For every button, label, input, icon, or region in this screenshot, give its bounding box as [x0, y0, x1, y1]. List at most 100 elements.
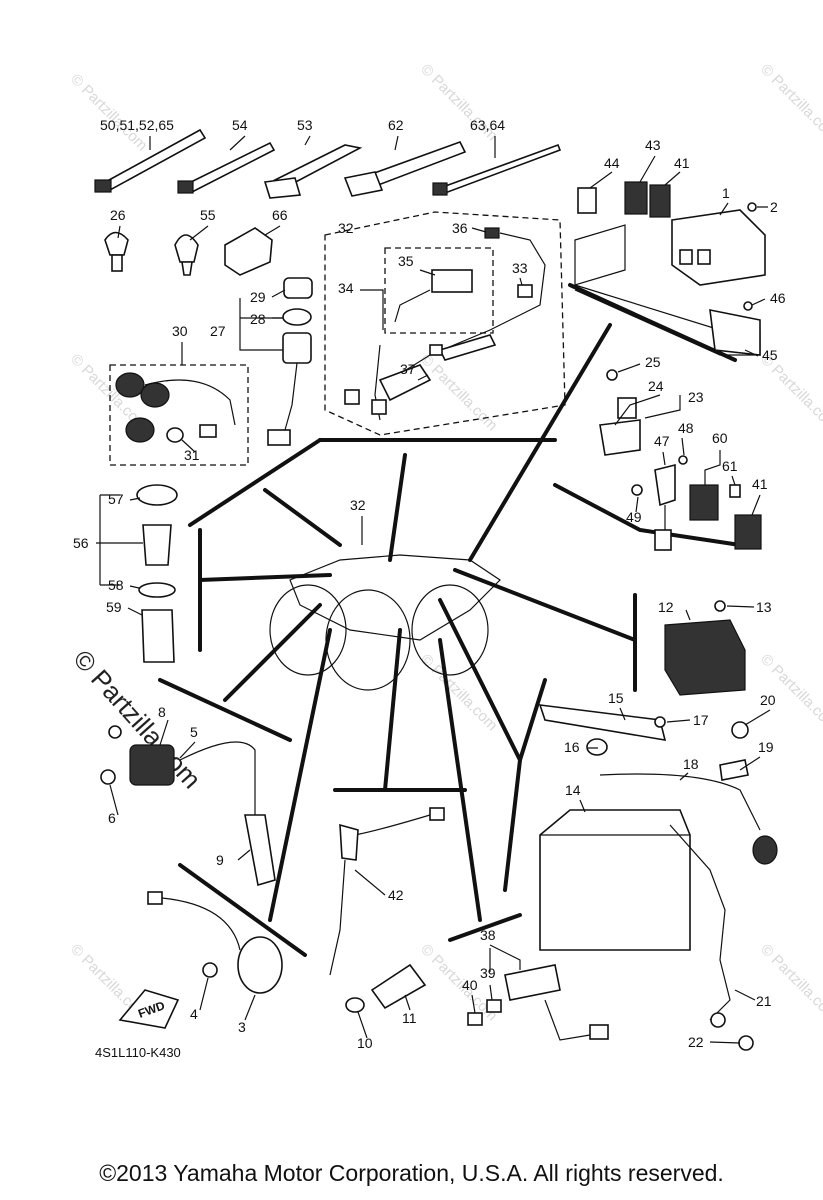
callout-48: 48	[678, 420, 694, 436]
callout-38: 38	[480, 927, 496, 943]
holder-59	[141, 609, 175, 663]
battery-group	[538, 704, 778, 1051]
relay-41b	[734, 514, 762, 550]
callout-19: 19	[758, 739, 774, 755]
group-leader-lines	[158, 283, 742, 957]
callout-59: 59	[106, 599, 122, 615]
callout-13: 13	[756, 599, 772, 615]
callout-41b: 41	[752, 476, 768, 492]
callout-42: 42	[388, 887, 404, 903]
sensor-3	[237, 936, 283, 994]
vehicle-outline	[269, 554, 501, 691]
washer-10	[345, 997, 365, 1013]
cable-tie-53	[263, 144, 363, 199]
oil-switch-group	[329, 807, 445, 1013]
callout-55: 55	[200, 207, 216, 223]
callout-23: 23	[688, 389, 704, 405]
callout-32: 32	[338, 220, 354, 236]
callout-30: 30	[172, 323, 188, 339]
cable-tie-62	[343, 141, 467, 197]
connector-35	[431, 269, 473, 293]
watermark-layer: © Partzilla.com © Partzilla.com © Partzi…	[67, 61, 823, 1024]
cap-57	[136, 484, 178, 506]
callout-leaders	[96, 135, 771, 1044]
callout-45: 45	[762, 347, 778, 363]
nut-58	[138, 582, 176, 598]
callout-17: 17	[693, 712, 709, 728]
callout-10: 10	[357, 1035, 373, 1051]
callout-labels: 50,51,52,65 54 53 62 63,64 43 44 41 1 2 …	[73, 117, 786, 1060]
callout-58: 58	[108, 577, 124, 593]
callout-12: 12	[658, 599, 674, 615]
fuse-40	[467, 1012, 483, 1026]
callout-40: 40	[462, 977, 478, 993]
switch-nut-28	[282, 308, 312, 326]
accessory-socket-group	[99, 484, 178, 663]
diagram-code: 4S1L110-K430	[95, 1045, 181, 1060]
cable-tie-50	[94, 128, 207, 193]
callout-27: 27	[210, 323, 226, 339]
watermark: © Partzilla.com	[757, 351, 823, 434]
callout-60: 60	[712, 430, 728, 446]
bolt-2	[747, 202, 757, 212]
connector-33	[517, 284, 533, 298]
switch-42	[339, 823, 359, 861]
bolt-4	[202, 962, 218, 978]
holder-19	[719, 759, 749, 781]
callout-32b: 32	[350, 497, 366, 513]
bolt-46	[743, 301, 753, 311]
speed-sensor-group: FWD	[118, 891, 283, 1029]
ecu-1	[671, 209, 766, 286]
starter-relay-23	[599, 419, 641, 456]
clip-49	[631, 484, 643, 496]
callout-22: 22	[688, 1034, 704, 1050]
fwd-arrow	[118, 989, 180, 1029]
callout-56: 56	[73, 535, 89, 551]
cable-tie-63	[432, 143, 562, 196]
watermark: © Partzilla.com	[67, 71, 150, 154]
callout-44: 44	[604, 155, 620, 171]
callout-11: 11	[402, 1010, 417, 1026]
battery-14	[539, 809, 691, 951]
callout-36: 36	[452, 220, 468, 236]
watermark: © Partzilla.com	[757, 941, 823, 1024]
ecu-assembly	[574, 181, 766, 356]
callout-47: 47	[654, 433, 670, 449]
grommet-20	[731, 721, 749, 739]
callout-28: 28	[250, 311, 266, 327]
fuse-39	[486, 999, 502, 1013]
copyright-text: ©2013 Yamaha Motor Corporation, U.S.A. A…	[99, 1160, 724, 1186]
screw-25	[606, 369, 618, 381]
group-34-box	[384, 247, 494, 334]
cable-tie-54	[177, 141, 276, 194]
ignition-coil-group	[100, 725, 276, 887]
rectifier-regulator-12	[664, 600, 746, 696]
bolt-6	[100, 769, 116, 785]
callout-15: 15	[608, 690, 624, 706]
relay-36	[484, 227, 500, 239]
relay-41	[649, 184, 671, 218]
callout-63: 63,64	[470, 117, 505, 133]
plug-cap-9	[244, 814, 276, 887]
main-switch-27	[282, 332, 312, 364]
callout-5: 5	[190, 724, 198, 740]
cable-18	[752, 835, 778, 865]
relay-38	[504, 964, 561, 1001]
callout-3: 3	[238, 1019, 246, 1035]
bolt-17	[654, 716, 666, 728]
callout-29: 29	[250, 289, 266, 305]
damper-16	[586, 738, 608, 756]
bolt-8	[108, 725, 122, 739]
callout-57: 57	[108, 491, 124, 507]
callout-8: 8	[158, 704, 166, 720]
callout-4: 4	[190, 1006, 198, 1022]
callout-9: 9	[216, 852, 224, 868]
cable-21	[710, 1012, 726, 1028]
clamp-26	[104, 231, 129, 272]
relay-60	[689, 484, 719, 521]
callout-16: 16	[564, 739, 580, 755]
wire-harness-group	[344, 227, 546, 421]
callout-26: 26	[110, 207, 126, 223]
